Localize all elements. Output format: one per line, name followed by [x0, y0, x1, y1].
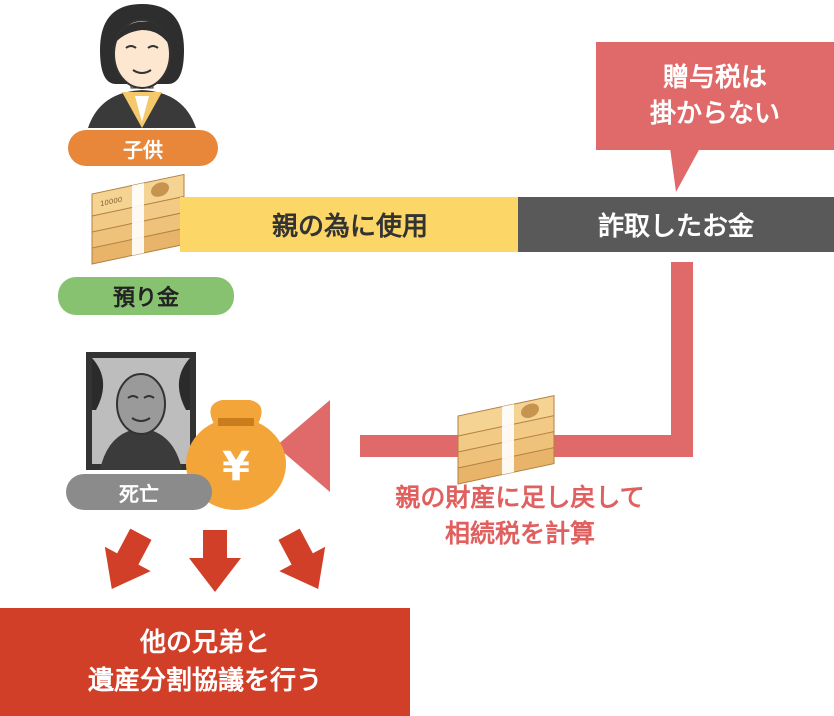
money-stack-icon: 10000 [91, 173, 185, 265]
gift-tax-line2: 掛からない [649, 99, 780, 129]
yen-symbol: ¥ [222, 444, 250, 490]
result-line2: 遺産分割協議を行う [87, 666, 322, 696]
result-box: 他の兄弟と 遺産分割協議を行う [0, 608, 410, 716]
gift-tax-callout: 贈与税は 掛からない [596, 42, 834, 150]
gift-tax-line1: 贈与税は [662, 63, 767, 93]
embezzled-money-bar: 詐取したお金 [518, 197, 834, 252]
recalc-note: 親の財産に足し戻して 相続税を計算 [330, 480, 710, 552]
down-arrow-left-icon [104, 528, 152, 589]
embezzled-money-text: 詐取したお金 [597, 212, 754, 242]
child-label: 子供 [68, 130, 218, 166]
child-avatar-icon [88, 4, 196, 128]
used-for-parent-bar: 親の為に使用 [180, 197, 520, 252]
down-arrow-right-icon [278, 528, 326, 589]
recalc-flow-arrowhead [276, 400, 330, 492]
down-arrow-center-icon [189, 530, 241, 592]
deposit-label: 預り金 [58, 277, 234, 315]
recalc-line2: 相続税を計算 [444, 519, 595, 548]
money-stack-flow-icon [457, 394, 555, 485]
used-for-parent-text: 親の為に使用 [271, 212, 428, 242]
gift-tax-bubble-tail [670, 148, 700, 192]
death-label: 死亡 [66, 474, 212, 510]
result-line1: 他の兄弟と [139, 628, 270, 658]
deceased-portrait-icon [86, 352, 196, 470]
recalc-line1: 親の財産に足し戻して [395, 483, 645, 512]
